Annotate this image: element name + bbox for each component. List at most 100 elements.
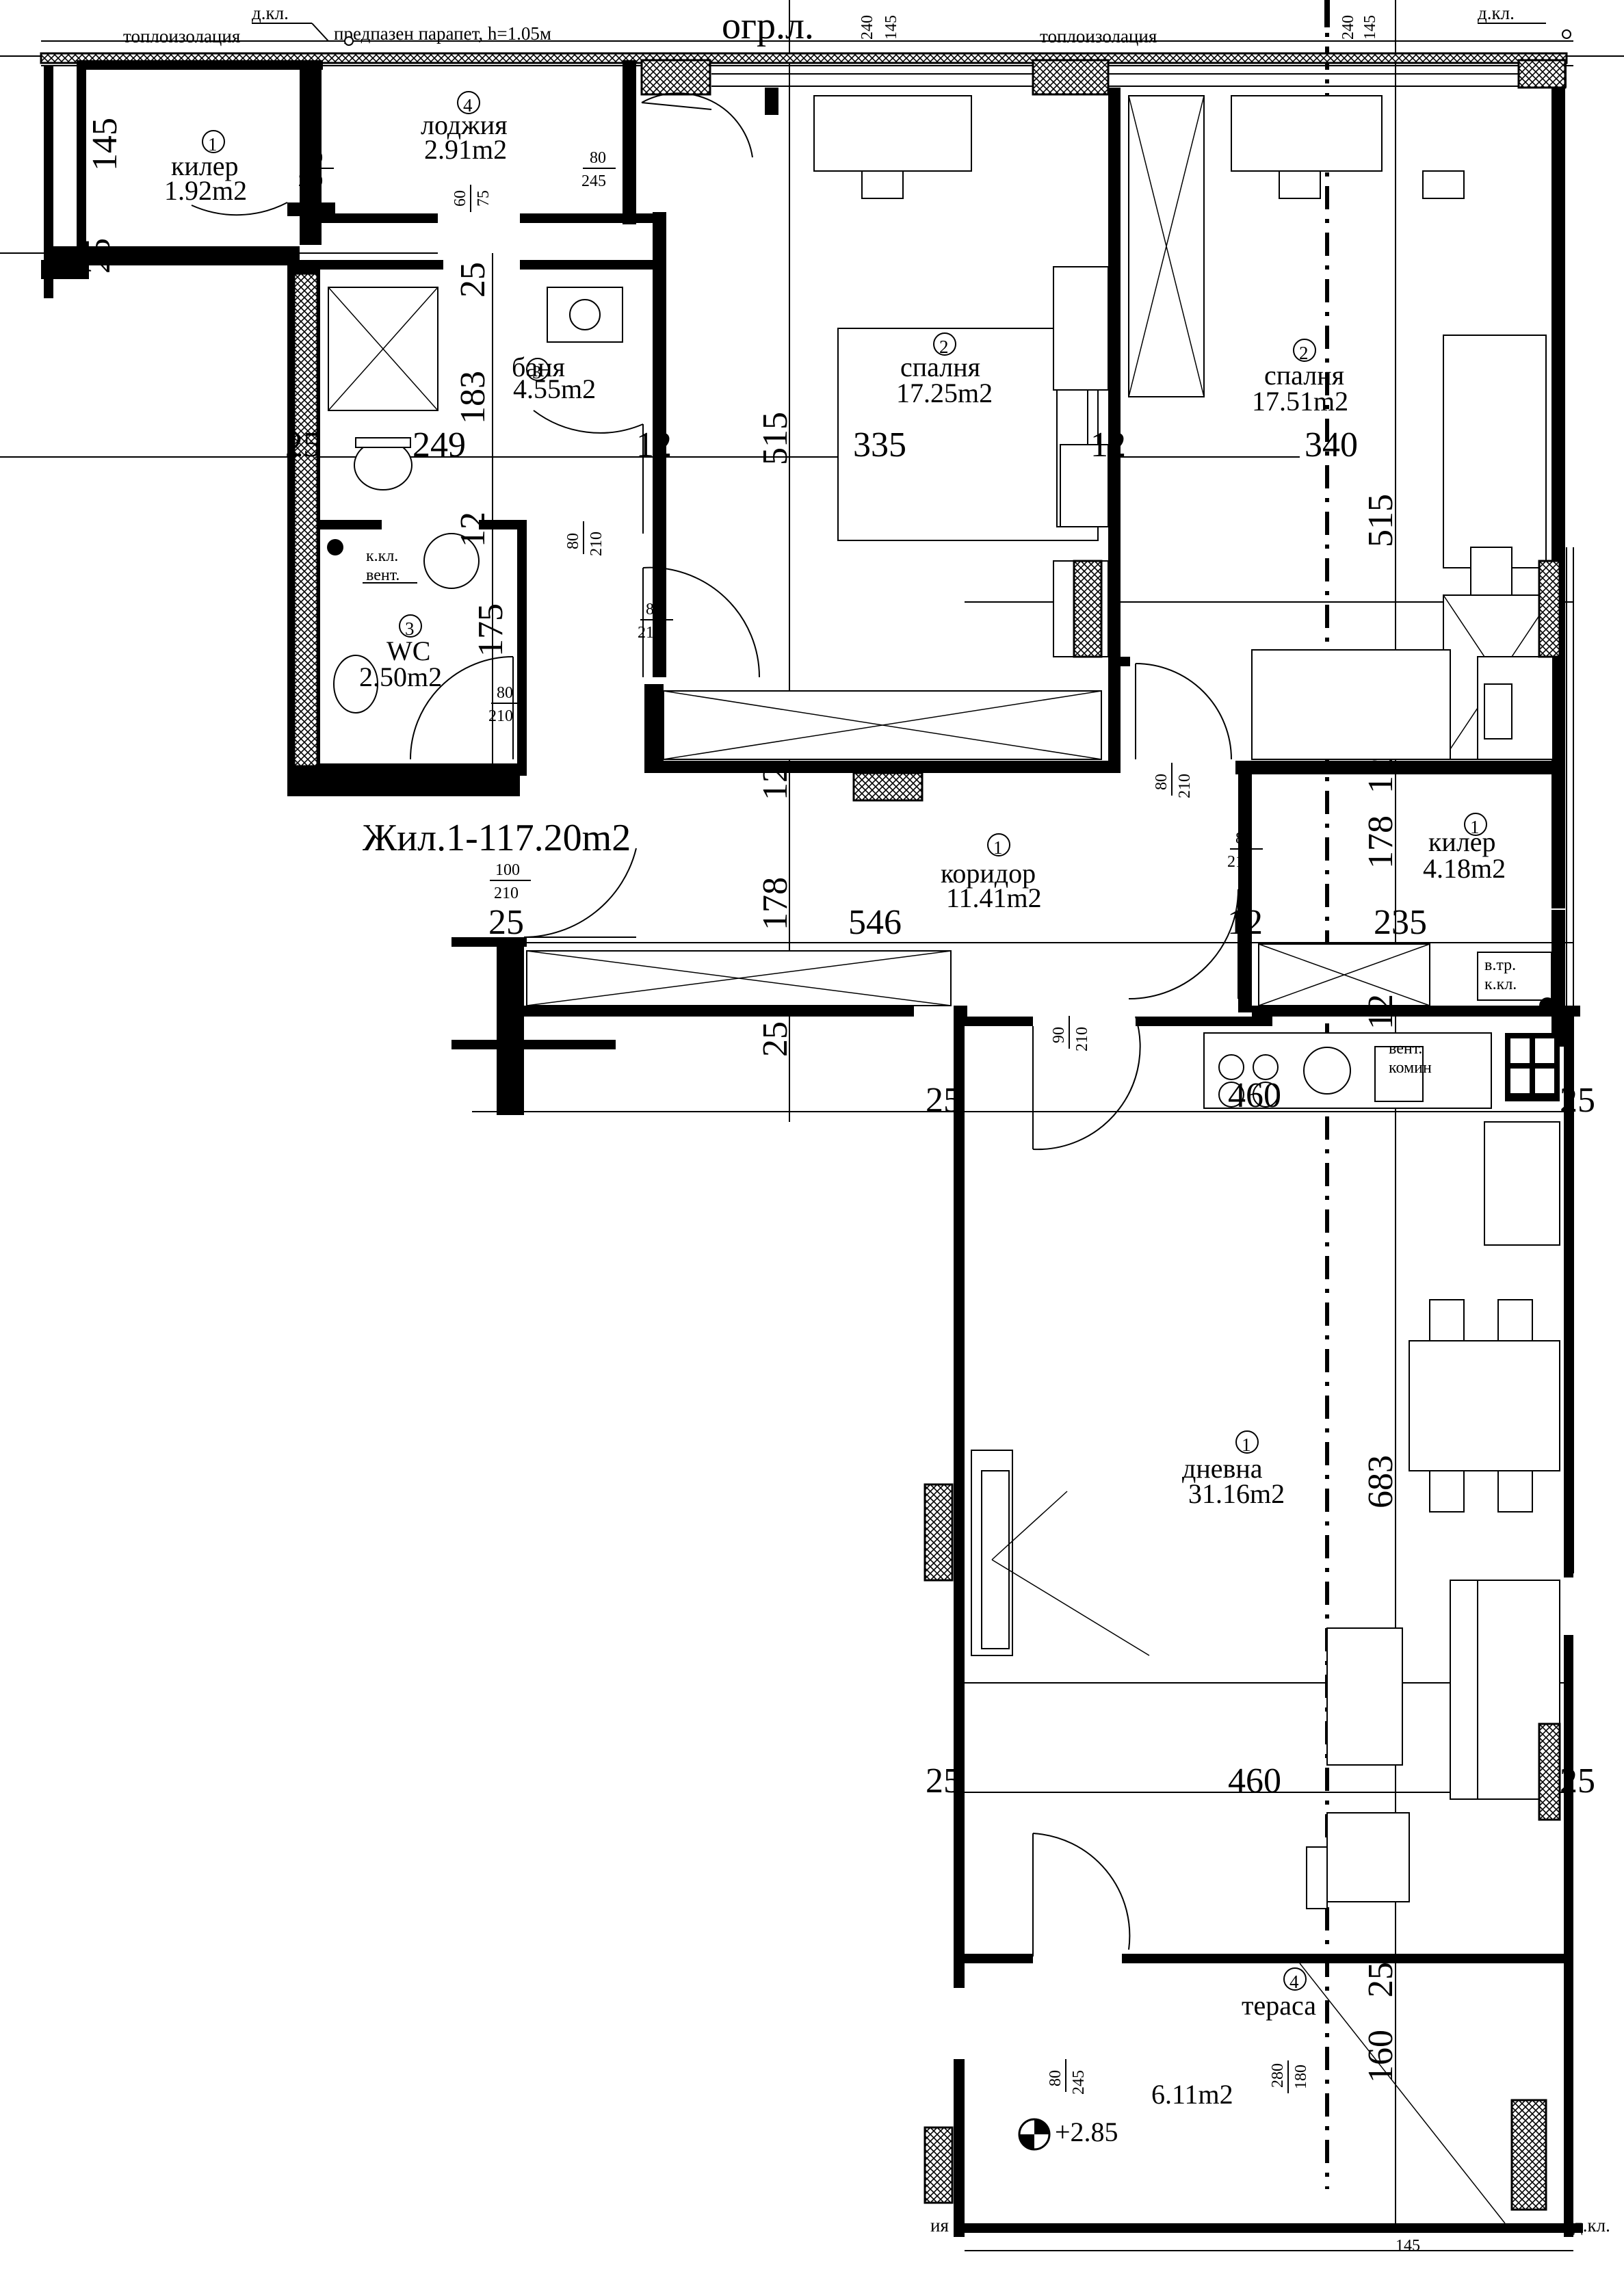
room-terasa-area: 6.11m2 [1151, 2079, 1233, 2110]
room-terasa-name: тераса [1242, 1990, 1316, 2021]
svg-text:245: 245 [581, 172, 606, 190]
dkl-top: д.кл. [252, 3, 289, 23]
svg-text:210: 210 [1073, 1027, 1091, 1051]
room-wc-name: WC [387, 636, 430, 666]
svg-text:90: 90 [1050, 1027, 1068, 1043]
dim-12-f: 12 [1227, 903, 1263, 942]
dim-160: 160 [1361, 2030, 1400, 2083]
dim-12-g: 12 [1361, 994, 1400, 1030]
dim-178-a: 178 [756, 877, 795, 930]
room-lodzhia-name: лоджия [421, 109, 508, 140]
apartment-label: Жил.1-117.20m2 [363, 817, 631, 859]
svg-text:75: 75 [475, 190, 493, 207]
room-spalnya-2-num: 2 [1299, 343, 1309, 363]
dim-240-b: 240 [1339, 15, 1357, 40]
door-11: 280 180 [1269, 2060, 1310, 2093]
dkl-bottom: д.кл. [1573, 2215, 1610, 2236]
door-7: 80 210 [1227, 830, 1263, 871]
dim-12-e: 12 [1361, 758, 1400, 794]
room-lodzhia-area: 2.91m2 [424, 134, 507, 165]
dim-12-b: 12 [1090, 426, 1126, 464]
dim-235: 235 [1374, 903, 1427, 942]
doors [191, 92, 1239, 1956]
svg-text:210: 210 [1227, 853, 1252, 871]
dim-515-a: 515 [756, 412, 795, 465]
svg-text:210: 210 [1176, 774, 1194, 798]
dim-145: 145 [86, 118, 125, 171]
dim-25-a: 25 [79, 238, 118, 274]
room-dnevna-num: 1 [1242, 1435, 1251, 1455]
room-labels: 1 килер 1.92m2 4 лоджия 2.91m2 3 баня 4.… [164, 95, 1506, 2110]
svg-text:80: 80 [497, 684, 513, 702]
parapet-note: предпазен парапет, h=1.05м [334, 23, 551, 44]
svg-text:80: 80 [306, 149, 323, 167]
dim-12-a: 12 [636, 426, 672, 464]
room-spalnya-1-num: 2 [939, 337, 949, 357]
room-lodzhia-num: 4 [463, 95, 473, 116]
dim-683: 683 [1361, 1455, 1400, 1508]
annotations: д.кл. топлоизолация предпазен парапет, h… [123, 3, 1610, 2255]
svg-text:80: 80 [1047, 2070, 1064, 2086]
kkl2-label: к.кл. [1484, 976, 1517, 993]
dim-25-h: 25 [926, 1762, 961, 1801]
dkl-right: д.кл. [1478, 3, 1515, 23]
door-3: 80 210 [564, 521, 605, 556]
svg-text:210: 210 [488, 707, 513, 725]
room-banya-num: 3 [532, 362, 542, 382]
svg-text:100: 100 [495, 861, 520, 879]
toplo-mid: топлоизолация [1040, 26, 1157, 47]
door-9: 90 210 [1050, 1016, 1091, 1051]
kkl-label: к.кл. [366, 547, 398, 565]
dim-25-b: 25 [285, 426, 321, 464]
dim-178-b: 178 [1361, 815, 1400, 869]
room-kiler-1-area: 1.92m2 [164, 175, 247, 206]
dim-145-a: 145 [882, 15, 900, 40]
dim-25-f: 25 [926, 1081, 961, 1120]
svg-text:80: 80 [646, 601, 662, 618]
vent-komin-2: комин [1389, 1059, 1432, 1077]
door-5: 80 210 [488, 684, 524, 725]
ogr-line: огр.л. [722, 5, 814, 47]
door-6: 80 210 [1153, 763, 1194, 798]
room-kiler-2-name: килер [1428, 826, 1496, 857]
dim-183: 183 [454, 371, 493, 424]
wardrobes [526, 95, 1554, 1006]
ya-fragment: ия [930, 2215, 949, 2236]
room-markers [202, 91, 1487, 1991]
room-banya-area: 4.55m2 [513, 374, 596, 404]
svg-text:180: 180 [1292, 2065, 1310, 2089]
bottom-145: 145 [1396, 2237, 1420, 2255]
dim-12-d: 12 [756, 765, 795, 800]
level-label: +2.85 [1055, 2117, 1118, 2147]
door-4: 80 210 [638, 601, 673, 642]
vent-label: вент. [366, 566, 400, 584]
dim-25-c: 25 [454, 262, 493, 298]
dim-460-b: 460 [1228, 1762, 1281, 1801]
dim-25-i: 25 [1560, 1762, 1595, 1801]
room-koridor-num: 1 [993, 837, 1003, 858]
svg-text:210: 210 [494, 885, 519, 902]
toplo-left: топлоизолация [123, 26, 240, 47]
door-sizes: 80 210 80 245 80 210 80 210 80 210 80 21… [298, 149, 1310, 2095]
dim-175: 175 [471, 603, 510, 657]
room-dnevna-name: дневна [1182, 1453, 1263, 1484]
door-10: 80 245 [1047, 2059, 1088, 2095]
vent-komin-1: вент. [1389, 1040, 1422, 1058]
room-spalnya-1-name: спалня [900, 352, 980, 382]
room-wc-area: 2.50m2 [359, 662, 442, 692]
room-kiler-1-num: 1 [208, 134, 218, 155]
room-kiler-2-num: 1 [1470, 817, 1480, 837]
level-marker [1018, 2118, 1051, 2151]
dim-25-j: 25 [1361, 1962, 1400, 1998]
wall-columns [293, 59, 1567, 2204]
room-spalnya-2-area: 17.51m2 [1252, 386, 1348, 417]
svg-text:60: 60 [451, 190, 469, 207]
room-terasa-num: 4 [1289, 1972, 1299, 1992]
door-8: 100 210 [490, 861, 531, 902]
dim-25-g: 25 [1560, 1081, 1595, 1120]
vtr-label: в.тр. [1484, 956, 1516, 974]
dim-546: 546 [848, 903, 902, 942]
svg-text:80: 80 [1235, 830, 1252, 848]
door-1: 80 210 [298, 149, 334, 190]
svg-text:80: 80 [1153, 774, 1170, 790]
